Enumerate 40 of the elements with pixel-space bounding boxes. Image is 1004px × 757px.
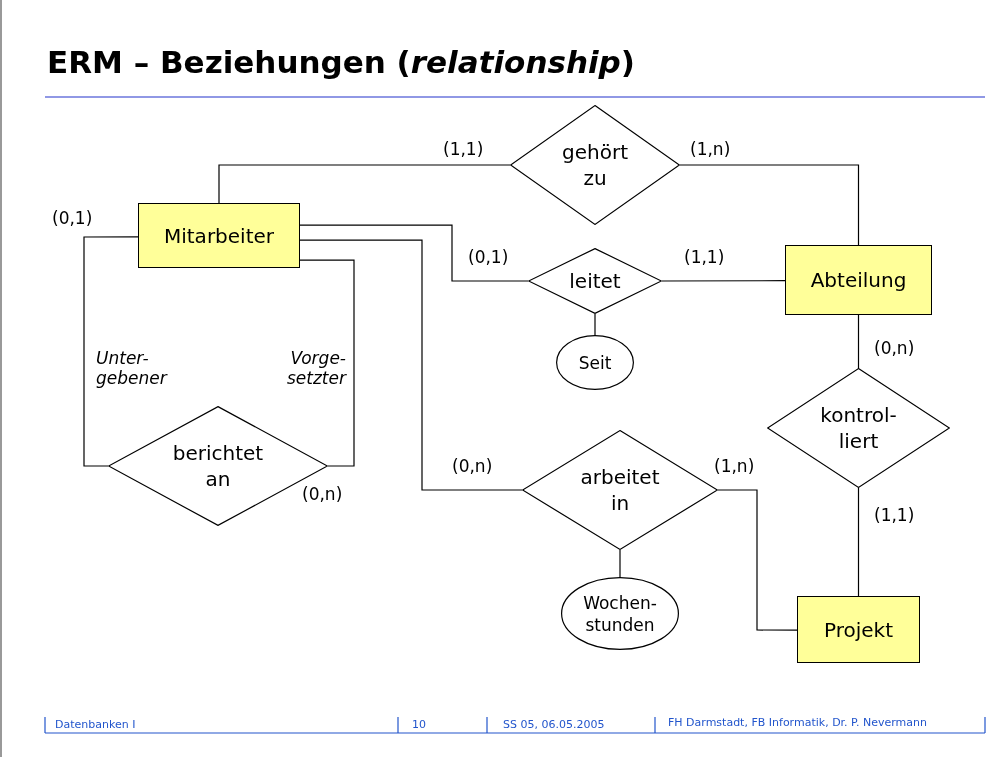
connector-line — [857, 487, 860, 597]
connector-line — [218, 164, 511, 204]
node-label: arbeitet in — [579, 464, 661, 516]
node-label: Projekt — [824, 616, 893, 643]
connector-line — [717, 489, 798, 631]
connector-line — [83, 236, 139, 467]
cardinality-label: (1,1) — [874, 505, 915, 525]
connector-line — [299, 239, 523, 491]
connector-line — [299, 259, 355, 467]
footer-text: FH Darmstadt, FB Informatik, Dr. P. Nevermann — [668, 716, 928, 729]
cardinality-label: (0,1) — [52, 208, 93, 228]
node-label: Abteilung — [810, 267, 907, 293]
slide-title: ERM – Beziehungen (relationship) — [47, 44, 635, 80]
footer-text: 10 — [412, 718, 426, 731]
node-label: Wochen- stunden — [582, 591, 658, 636]
entity-box — [785, 245, 932, 315]
connector-line — [299, 224, 529, 282]
node-label: berichtet an — [171, 440, 265, 492]
connector-line — [857, 314, 860, 369]
cardinality-label: (1,n) — [690, 139, 731, 159]
connector-line — [594, 313, 596, 336]
entity-box — [797, 596, 920, 663]
node-label: leitet — [569, 268, 621, 294]
node-label: Mitarbeiter — [163, 222, 275, 249]
cardinality-label: (0,n) — [302, 484, 343, 504]
cardinality-label: (1,1) — [443, 139, 484, 159]
cardinality-label: (1,n) — [714, 456, 755, 476]
connector-line — [661, 280, 786, 282]
footer-text: Datenbanken I — [55, 718, 136, 731]
footer-text: SS 05, 06.05.2005 — [503, 718, 605, 731]
node-label: gehört zu — [561, 139, 629, 191]
cardinality-label: (0,1) — [468, 247, 509, 267]
cardinality-label: (0,n) — [452, 456, 493, 476]
entity-box — [138, 203, 300, 268]
cardinality-label: (1,1) — [684, 247, 725, 267]
node-label: Seit — [578, 351, 612, 374]
cardinality-label: (0,n) — [874, 338, 915, 358]
connector-line — [619, 549, 621, 578]
node-label: kontrol- liert — [819, 402, 898, 454]
connector-line — [679, 164, 860, 246]
